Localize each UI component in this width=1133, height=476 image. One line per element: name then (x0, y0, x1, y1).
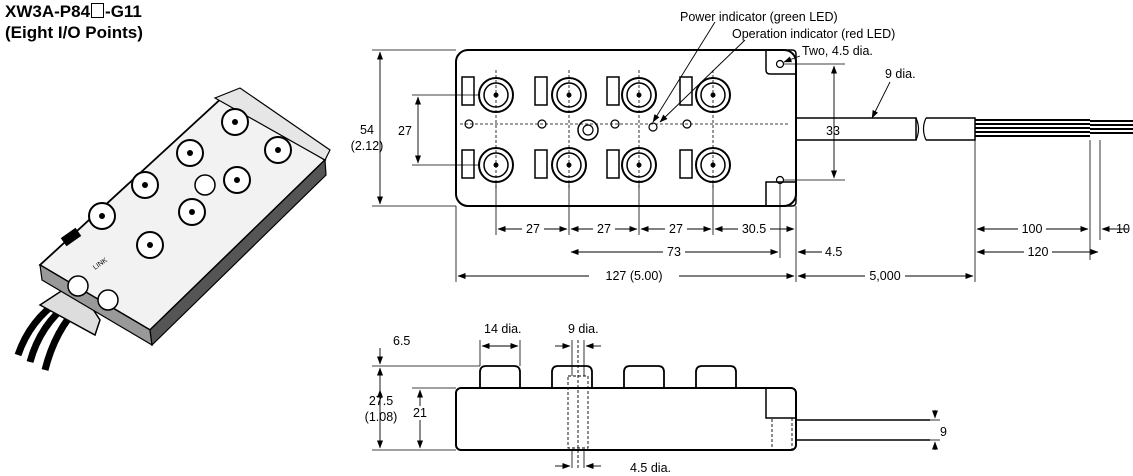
total-height-inch-label: (1.08) (365, 410, 398, 424)
product-illustration: LINK (14, 87, 331, 371)
cable-height-label: 9 (940, 425, 947, 439)
total-length-label: 127 (5.00) (606, 269, 663, 283)
option-box-icon (91, 3, 105, 18)
height-label: 54 (360, 123, 374, 137)
body-height-label: 21 (413, 406, 427, 420)
edge-offset-label: 4.5 (825, 245, 842, 259)
pitch-3-label: 27 (669, 222, 683, 236)
strip-length-2-label: 10 (1116, 222, 1130, 236)
height-inch-label: (2.12) (351, 139, 384, 153)
bottom-dia-label: 4.5 dia. (630, 461, 671, 475)
model-subtitle: (Eight I/O Points) (5, 23, 143, 42)
model-title: XW3A-P84-G11 (5, 2, 142, 21)
strip-length-1-label: 100 (1022, 222, 1043, 236)
strip-total-label: 120 (1028, 245, 1049, 259)
cable-length-label: 5,000 (869, 269, 900, 283)
connector-height-label: 6.5 (393, 334, 410, 348)
pin-dia-label: 9 dia. (568, 322, 599, 336)
power-indicator-label: Power indicator (green LED) (680, 10, 838, 24)
top-view (372, 21, 1133, 282)
vertical-pitch-label: 27 (398, 124, 412, 138)
side-view (372, 340, 940, 470)
total-height-label: 27.5 (369, 394, 393, 408)
cable-dia-label: 9 dia. (885, 67, 916, 81)
operation-indicator-label: Operation indicator (red LED) (732, 27, 895, 41)
pitch-1-label: 27 (526, 222, 540, 236)
hole-pitch-label: 33 (826, 124, 840, 138)
mounting-holes-label: Two, 4.5 dia. (802, 44, 873, 58)
connector-dia-label: 14 dia. (484, 322, 522, 336)
pitch-4-label: 30.5 (742, 222, 766, 236)
dimension-labels: Power indicator (green LED) Operation in… (351, 10, 1130, 475)
pitch-2-label: 27 (597, 222, 611, 236)
inner-span-label: 73 (667, 245, 681, 259)
